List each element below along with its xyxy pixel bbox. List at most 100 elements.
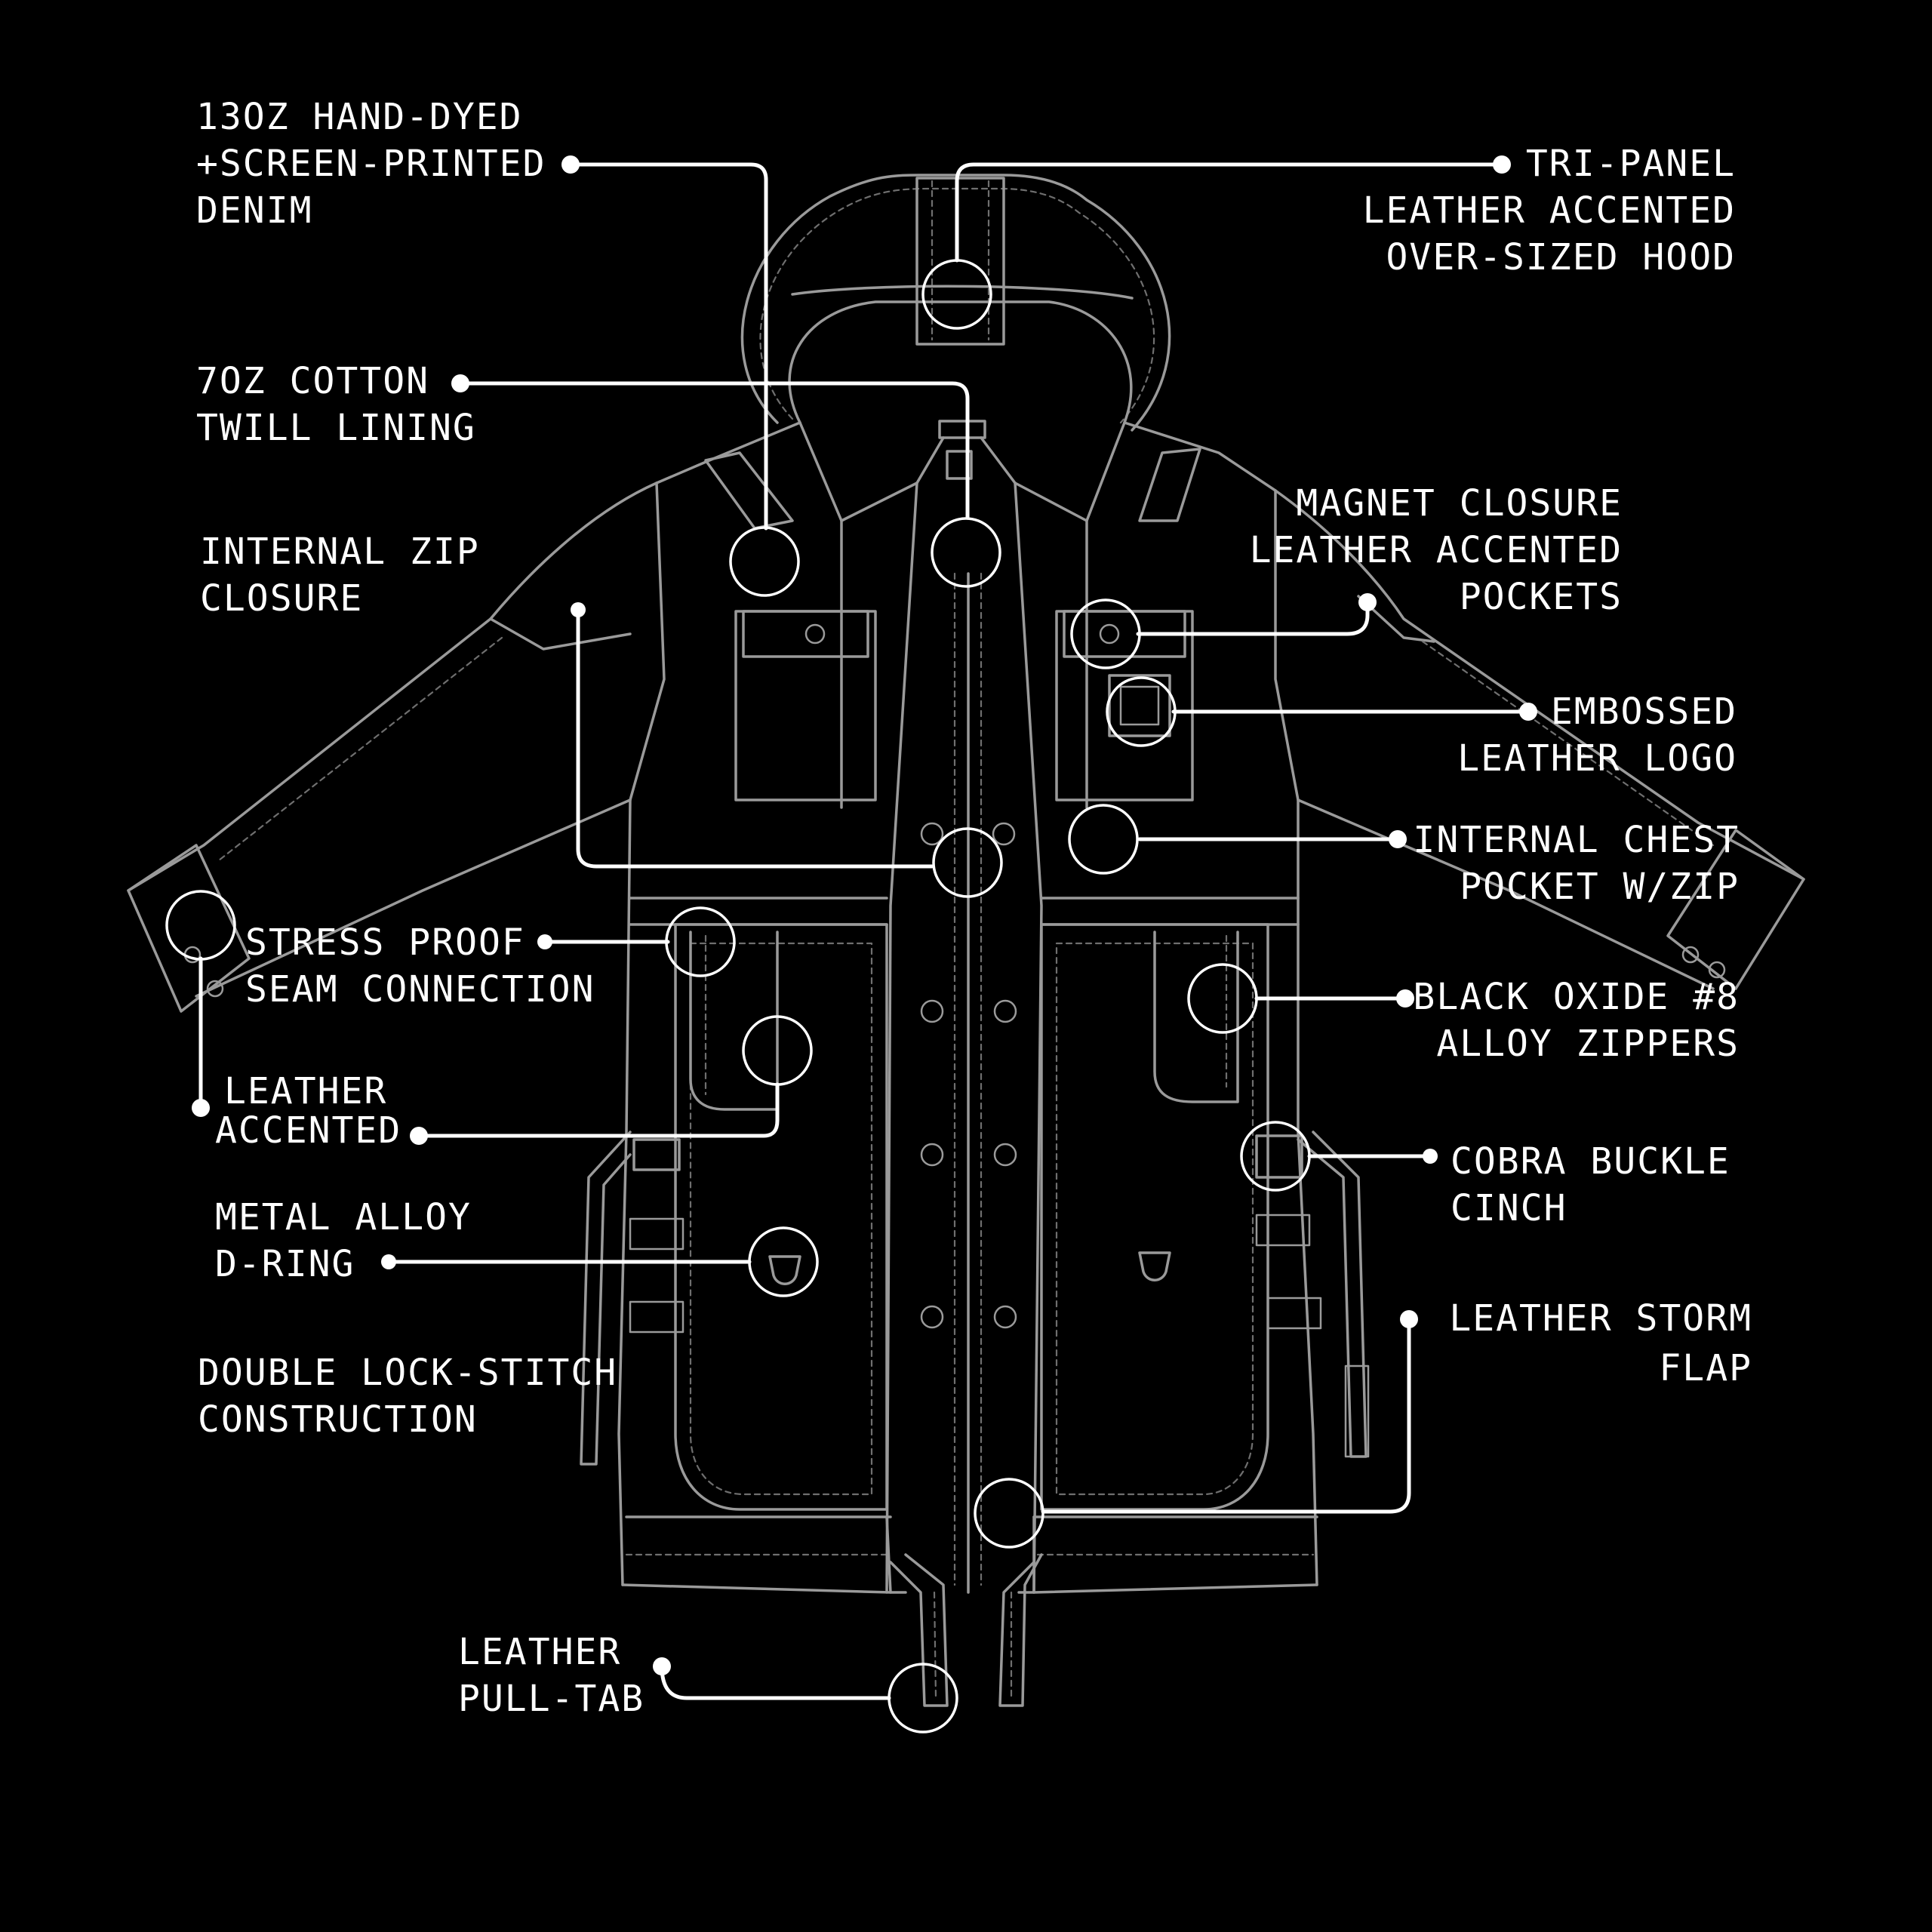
label-zip-closure-line-1: INTERNAL ZIP <box>200 531 480 573</box>
label-logo: EMBOSSED LEATHER LOGO <box>1457 688 1737 782</box>
label-storm-flap: LEATHER STORM FLAP <box>1449 1294 1752 1393</box>
ring-storm-flap <box>974 1478 1044 1549</box>
label-lining-line-1: 7OZ COTTON <box>196 360 429 402</box>
label-lock-stitch: DOUBLE LOCK-STITCH CONSTRUCTION <box>198 1349 617 1443</box>
label-storm-flap-line-1: LEATHER STORM <box>1449 1297 1752 1340</box>
label-leather-accent: LEATHER ACCENTED <box>215 1072 401 1150</box>
ring-logo <box>1106 676 1177 747</box>
pull-tab-stitch <box>933 1591 937 1700</box>
ring-chest-pocket <box>1068 804 1139 875</box>
leader-leather-accent <box>417 1082 780 1138</box>
label-lining-line-2: TWILL LINING <box>196 407 476 449</box>
right-strap-loop-2 <box>1266 1297 1322 1330</box>
left-cuff <box>127 844 251 1013</box>
label-logo-line-1: EMBOSSED <box>1550 691 1737 733</box>
ring-zippers <box>1187 963 1258 1034</box>
right-sleeve-bottom <box>1297 798 1715 990</box>
dot-hood <box>1493 155 1511 174</box>
left-sleeve-top <box>127 481 658 892</box>
ring-seam <box>665 906 736 977</box>
label-hood-line-3: OVER-SIZED HOOD <box>1386 236 1736 278</box>
ring-denim <box>729 526 800 597</box>
dot-logo <box>1519 703 1537 721</box>
storm-flap-left <box>885 1515 907 1594</box>
ring-magnet <box>1070 598 1141 669</box>
collar-left <box>798 421 945 522</box>
right-strap-tip <box>1344 1364 1370 1458</box>
right-sleeve-top <box>1274 489 1805 881</box>
label-pull-tab-line-1: LEATHER <box>458 1631 622 1673</box>
leader-lining <box>458 381 970 519</box>
leader-storm-flap <box>1041 1317 1411 1514</box>
label-denim: 13OZ HAND-DYED +SCREEN-PRINTED DENIM <box>196 94 546 234</box>
label-leather-accent-line-2: ACCENTED <box>215 1109 402 1152</box>
right-pocket-snap <box>1099 623 1120 645</box>
right-zip-pocket <box>1153 931 1239 1103</box>
dot-denim <box>561 155 580 174</box>
ring-pull-tab <box>888 1663 958 1734</box>
label-storm-flap-line-2: FLAP <box>1659 1347 1752 1389</box>
dot-d-ring <box>381 1254 396 1269</box>
dot-seam <box>537 934 552 949</box>
left-cuff-snap <box>206 980 224 998</box>
label-chest-pocket-line-1: INTERNAL CHEST <box>1413 819 1740 861</box>
dot-leather-accent <box>410 1127 428 1145</box>
ring-d-ring <box>748 1226 819 1297</box>
dot-storm-flap <box>1400 1310 1418 1328</box>
label-denim-line-3: DENIM <box>196 189 313 232</box>
right-cuff-snap-2 <box>1708 961 1726 979</box>
label-buckle: COBRA BUCKLE CINCH <box>1451 1138 1730 1232</box>
label-denim-line-1: 13OZ HAND-DYED <box>196 96 523 138</box>
label-lock-stitch-line-1: DOUBLE LOCK-STITCH <box>198 1352 618 1394</box>
button-4 <box>993 1143 1017 1167</box>
body-right-side <box>1274 489 1318 1586</box>
label-d-ring-line-1: METAL ALLOY <box>215 1196 472 1238</box>
dot-pull-tab <box>653 1657 671 1675</box>
button-2 <box>993 999 1017 1023</box>
ring-buckle <box>1240 1121 1311 1192</box>
label-seam: STRESS PROOF SEAM CONNECTION <box>245 919 595 1013</box>
right-strap-loop <box>1255 1214 1311 1247</box>
right-shoulder <box>1123 421 1277 492</box>
hood-center-panel <box>915 177 1005 346</box>
label-logo-line-2: LEATHER LOGO <box>1457 737 1737 780</box>
d-ring-right <box>1138 1251 1171 1281</box>
leader-denim <box>568 162 768 531</box>
right-sleeve-seam <box>1357 595 1435 643</box>
label-lock-stitch-line-2: CONSTRUCTION <box>198 1398 478 1441</box>
label-leather-accent-line-1: LEATHER <box>224 1070 388 1112</box>
pull-tab-left <box>889 1553 949 1707</box>
label-hood: TRI-PANEL LEATHER ACCENTED OVER-SIZED HO… <box>1363 140 1736 281</box>
leader-pull-tab <box>660 1664 891 1700</box>
hood-inner-opening <box>788 300 1133 424</box>
left-zip-pocket <box>689 931 779 1111</box>
label-zip-closure-line-2: CLOSURE <box>200 577 364 620</box>
left-strap-loop <box>629 1217 685 1251</box>
left-buckle <box>632 1138 681 1171</box>
label-buckle-line-2: CINCH <box>1451 1187 1567 1229</box>
collar-tab <box>938 420 986 439</box>
right-epaulette <box>1138 448 1201 522</box>
label-zippers-line-1: BLACK OXIDE #8 <box>1413 976 1740 1018</box>
left-strap-loop-2 <box>629 1300 685 1334</box>
label-zippers-line-2: ALLOY ZIPPERS <box>1436 1023 1740 1065</box>
placket-right <box>1014 481 1043 1594</box>
label-hood-line-2: LEATHER ACCENTED <box>1362 189 1736 232</box>
body-hem <box>621 1583 1318 1594</box>
left-lower-pocket <box>674 923 888 1511</box>
label-lining: 7OZ COTTON TWILL LINING <box>196 358 476 451</box>
left-sleeve-bottom <box>195 798 632 998</box>
right-cuff-snap <box>1681 946 1700 964</box>
left-strap <box>580 1131 632 1466</box>
left-epaulette <box>704 451 794 530</box>
label-seam-line-2: SEAM CONNECTION <box>245 968 595 1011</box>
label-magnet: MAGNET CLOSURE LEATHER ACCENTED POCKETS <box>1250 480 1623 620</box>
leader-zip-closure <box>576 608 934 869</box>
label-d-ring-line-2: D-RING <box>215 1243 355 1285</box>
label-magnet-line-3: POCKETS <box>1459 576 1623 618</box>
label-chest-pocket-line-2: POCKET W/ZIP <box>1460 866 1740 908</box>
right-lower-pocket-stitch <box>1055 942 1254 1496</box>
right-cuff <box>1666 829 1805 990</box>
